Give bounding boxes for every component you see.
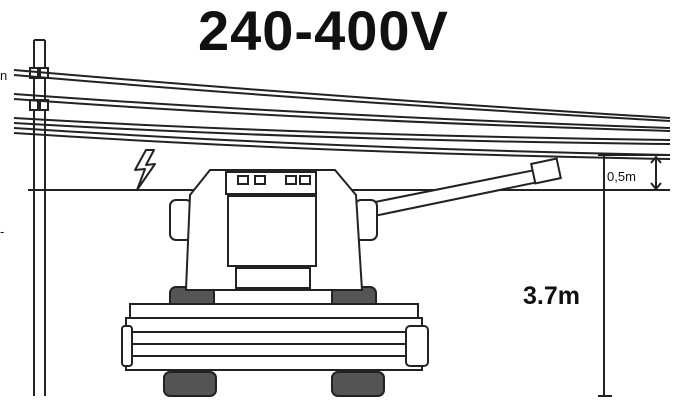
- lightning-bolt-icon: [134, 149, 156, 191]
- unloading-auger: [368, 157, 562, 218]
- clearance-label: 0,5m: [607, 169, 636, 184]
- height-dimension: [598, 154, 670, 397]
- combine-harvester: [121, 169, 429, 397]
- power-lines: [13, 69, 671, 160]
- utility-pole: [29, 39, 49, 396]
- height-label: 3.7m: [523, 282, 580, 310]
- edge-text-fragment: -: [0, 224, 5, 239]
- double-arrow-icon: [650, 155, 662, 191]
- edge-text-fragment: n: [0, 68, 8, 83]
- voltage-title: 240-400V: [198, 0, 449, 62]
